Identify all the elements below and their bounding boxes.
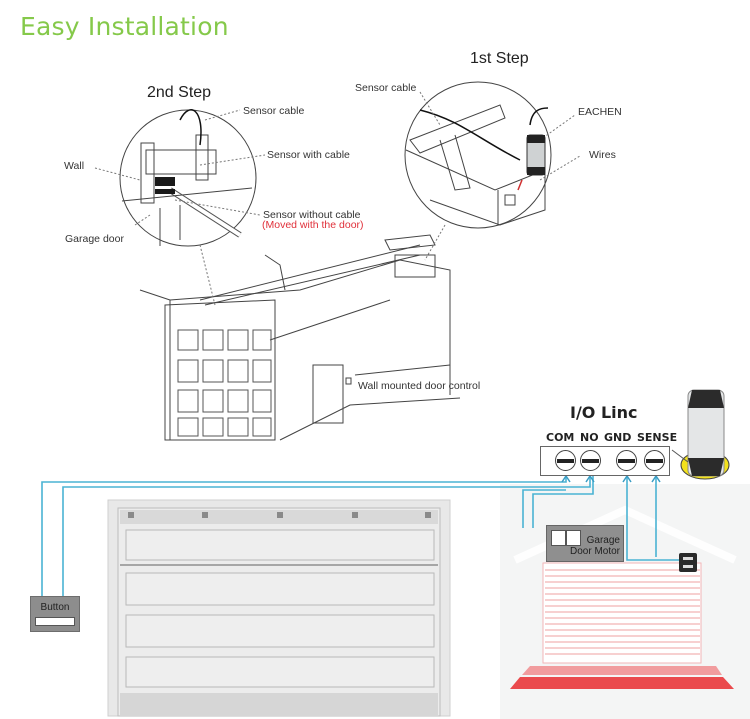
step2-detail-circle bbox=[119, 109, 257, 247]
motor-label-line1: Garage bbox=[586, 535, 620, 546]
door-opener-unit bbox=[394, 254, 436, 278]
label-garage-door: Garage door bbox=[65, 233, 124, 245]
screw-terminal-sense bbox=[644, 450, 665, 471]
page-title: Easy Installation bbox=[20, 12, 229, 41]
wall-bracket bbox=[140, 142, 155, 204]
sectional-garage-door bbox=[107, 499, 451, 717]
motor-label-line2: Door Motor bbox=[569, 546, 620, 557]
mount-bracket bbox=[145, 149, 217, 175]
wiring bbox=[41, 476, 679, 598]
wall-control-icon bbox=[345, 377, 352, 385]
terminal-strip bbox=[540, 446, 670, 476]
terminal-label-sense: SENSE bbox=[637, 431, 678, 444]
screw-terminal-com bbox=[555, 450, 576, 471]
label-eachen: EACHEN bbox=[578, 106, 622, 118]
terminal-label-gnd: GND bbox=[604, 431, 632, 444]
screw-terminal-no bbox=[580, 450, 601, 471]
label-sensor-cable-1: Sensor cable bbox=[355, 82, 417, 94]
screw-terminal-gnd bbox=[616, 450, 637, 471]
io-linc-title: I/O Linc bbox=[570, 403, 638, 422]
wall-button: Button bbox=[30, 596, 80, 632]
step1-detail-circle bbox=[404, 81, 552, 229]
motor-window-left bbox=[551, 530, 566, 546]
button-slot bbox=[35, 617, 75, 626]
label-wires: Wires bbox=[589, 149, 616, 161]
button-label: Button bbox=[40, 602, 70, 613]
label-sensor-with-cable: Sensor with cable bbox=[267, 149, 350, 161]
motor-label: Garage Door Motor bbox=[570, 535, 620, 557]
door-contact-sensor bbox=[679, 553, 697, 572]
garage-door-motor: Garage Door Motor bbox=[546, 525, 624, 562]
sensor-without-cable bbox=[155, 189, 175, 194]
door-threshold bbox=[522, 666, 722, 675]
roller-door bbox=[510, 562, 734, 689]
sensor-cable-wire bbox=[179, 109, 202, 146]
step1-title: 1st Step bbox=[470, 50, 529, 67]
eachen-device-large bbox=[671, 389, 730, 480]
step2-title: 2nd Step bbox=[147, 84, 212, 101]
label-wall: Wall bbox=[64, 160, 85, 172]
terminal-label-no: NO bbox=[580, 431, 599, 444]
motor-window-right bbox=[566, 530, 581, 546]
label-sensor-without-cable: Sensor without cable bbox=[263, 209, 361, 221]
label-wall-mounted-control: Wall mounted door control bbox=[358, 380, 481, 392]
door-floor-strip bbox=[510, 677, 734, 689]
terminal-label-com: COM bbox=[546, 431, 575, 444]
label-moved-with-door: (Moved with the door) bbox=[262, 219, 364, 231]
sensor-with-cable bbox=[155, 177, 175, 186]
label-sensor-cable-2: Sensor cable bbox=[243, 105, 305, 117]
